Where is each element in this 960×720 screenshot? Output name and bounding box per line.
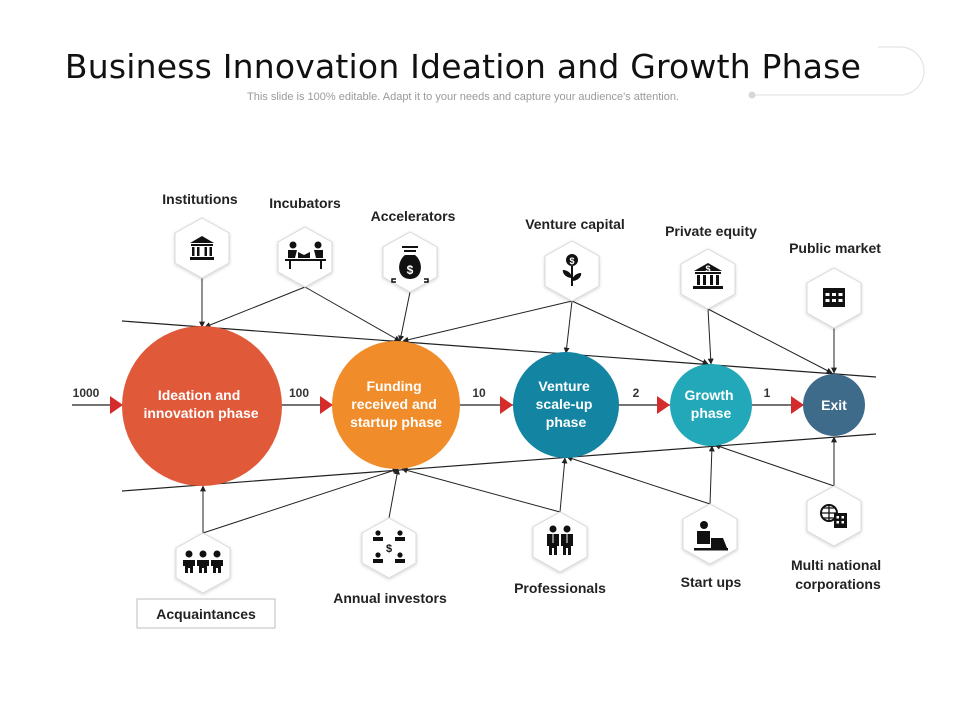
svg-text:$: $	[705, 264, 710, 274]
phase-growth-line-2: phase	[691, 405, 732, 421]
source-multinational: Multi national corporations	[791, 485, 885, 592]
count-100: 100	[289, 386, 309, 400]
source-multinational-label-line-1: Multi national	[791, 557, 881, 573]
money-plant-icon: $	[562, 254, 582, 286]
phase-exit-circle	[803, 374, 865, 436]
phase-ideation-line-2: innovation phase	[143, 405, 258, 421]
svg-text:Ideation and innovation: Ideation and innovation phase	[143, 387, 258, 421]
source-venture-capital: Venture capital $	[525, 216, 625, 302]
phase-venture: Venture scale-up phase	[513, 352, 619, 458]
stock-board-icon	[823, 288, 845, 307]
count-1: 1	[764, 386, 771, 400]
svg-text:$: $	[569, 256, 574, 266]
funnel-bottom-line	[121, 433, 877, 492]
phase-ideation-circle	[122, 326, 282, 486]
source-public-market: Public market	[789, 240, 881, 329]
phase-growth-circle	[670, 364, 752, 446]
svg-text:Funding received and: Funding received and startup phase	[350, 378, 442, 430]
source-private-equity: Private equity $	[665, 223, 757, 310]
phase-venture-circle	[513, 352, 619, 458]
phase-funding-line-1: Funding	[366, 378, 421, 394]
phase-growth: Growth phase	[670, 364, 752, 446]
flow-arrow-5	[791, 396, 804, 414]
flow-arrow-2	[320, 396, 333, 414]
decorative-dot	[748, 91, 756, 99]
count-10: 10	[472, 386, 486, 400]
source-professionals-hex	[532, 511, 588, 573]
source-start-ups-label: Start ups	[681, 574, 742, 590]
laptop-worker-icon	[694, 521, 728, 551]
source-public-market-label: Public market	[789, 240, 881, 256]
source-start-ups: Start ups	[681, 503, 742, 590]
phase-exit: Exit	[803, 374, 865, 436]
global-building-icon	[820, 504, 847, 528]
source-annual-investors: $ Annual investors	[333, 517, 447, 606]
source-accelerators-label: Accelerators	[371, 208, 456, 224]
phase-exit-line-1: Exit	[821, 397, 847, 413]
source-incubators-label: Incubators	[269, 195, 341, 211]
flow-arrow-1	[110, 396, 123, 414]
phase-funding: Funding received and startup phase	[332, 341, 460, 469]
source-acquaintances: Acquaintances	[136, 532, 276, 629]
flow-arrow-4	[657, 396, 670, 414]
group-icon	[183, 550, 223, 573]
dollar-bank-icon: $	[693, 263, 723, 289]
phase-growth-line-1: Growth	[685, 387, 734, 403]
source-incubators: Incubators	[269, 195, 341, 288]
svg-text:Growth phase: Growth phase	[685, 387, 738, 421]
bank-icon	[190, 236, 214, 260]
svg-text:$: $	[386, 543, 392, 555]
source-multinational-label-line-2: corporations	[795, 576, 881, 592]
money-bag-icon: $	[391, 246, 429, 283]
phase-venture-line-3: phase	[546, 414, 587, 430]
phase-funding-line-2: received and	[351, 396, 437, 412]
source-accelerators: Accelerators $	[371, 208, 456, 293]
coworking-icon	[285, 241, 326, 269]
svg-text:Exit: Exit	[821, 397, 847, 413]
svg-text:$: $	[407, 263, 414, 277]
phase-ideation-line-1: Ideation and	[158, 387, 240, 403]
phase-ideation: Ideation and innovation phase	[122, 326, 282, 486]
source-professionals-label: Professionals	[514, 580, 606, 596]
source-private-equity-hex	[680, 248, 736, 310]
flow-arrows	[110, 396, 804, 414]
phase-venture-line-1: Venture	[538, 378, 590, 394]
top-connectors	[199, 278, 837, 374]
count-1000: 1000	[73, 386, 100, 400]
page-title: Business Innovation Ideation and Growth …	[64, 47, 862, 86]
page-subtitle: This slide is 100% editable. Adapt it to…	[247, 91, 679, 103]
source-private-equity-label: Private equity	[665, 223, 757, 239]
svg-text:Multi national corporati: Multi national corporations	[791, 557, 885, 592]
flow-arrow-3	[500, 396, 513, 414]
count-2: 2	[633, 386, 640, 400]
source-professionals: Professionals	[514, 511, 606, 596]
source-institutions: Institutions	[162, 191, 238, 279]
phase-funding-circle	[332, 341, 460, 469]
acquaintances-label-box	[136, 598, 276, 629]
svg-text:Venture scale-up p: Venture scale-up phase	[536, 378, 597, 430]
source-institutions-label: Institutions	[162, 191, 238, 207]
decorative-curve	[752, 46, 925, 96]
bottom-connectors	[200, 436, 837, 534]
phase-venture-line-2: scale-up	[536, 396, 593, 412]
phase-funding-line-3: startup phase	[350, 414, 442, 430]
source-annual-investors-label: Annual investors	[333, 590, 447, 606]
source-institutions-hex	[174, 217, 230, 279]
business-people-icon	[547, 525, 573, 555]
source-acquaintances-label: Acquaintances	[156, 606, 256, 622]
source-venture-capital-label: Venture capital	[525, 216, 625, 232]
investors-network-icon: $	[373, 530, 405, 563]
funnel-top-line	[121, 320, 877, 378]
